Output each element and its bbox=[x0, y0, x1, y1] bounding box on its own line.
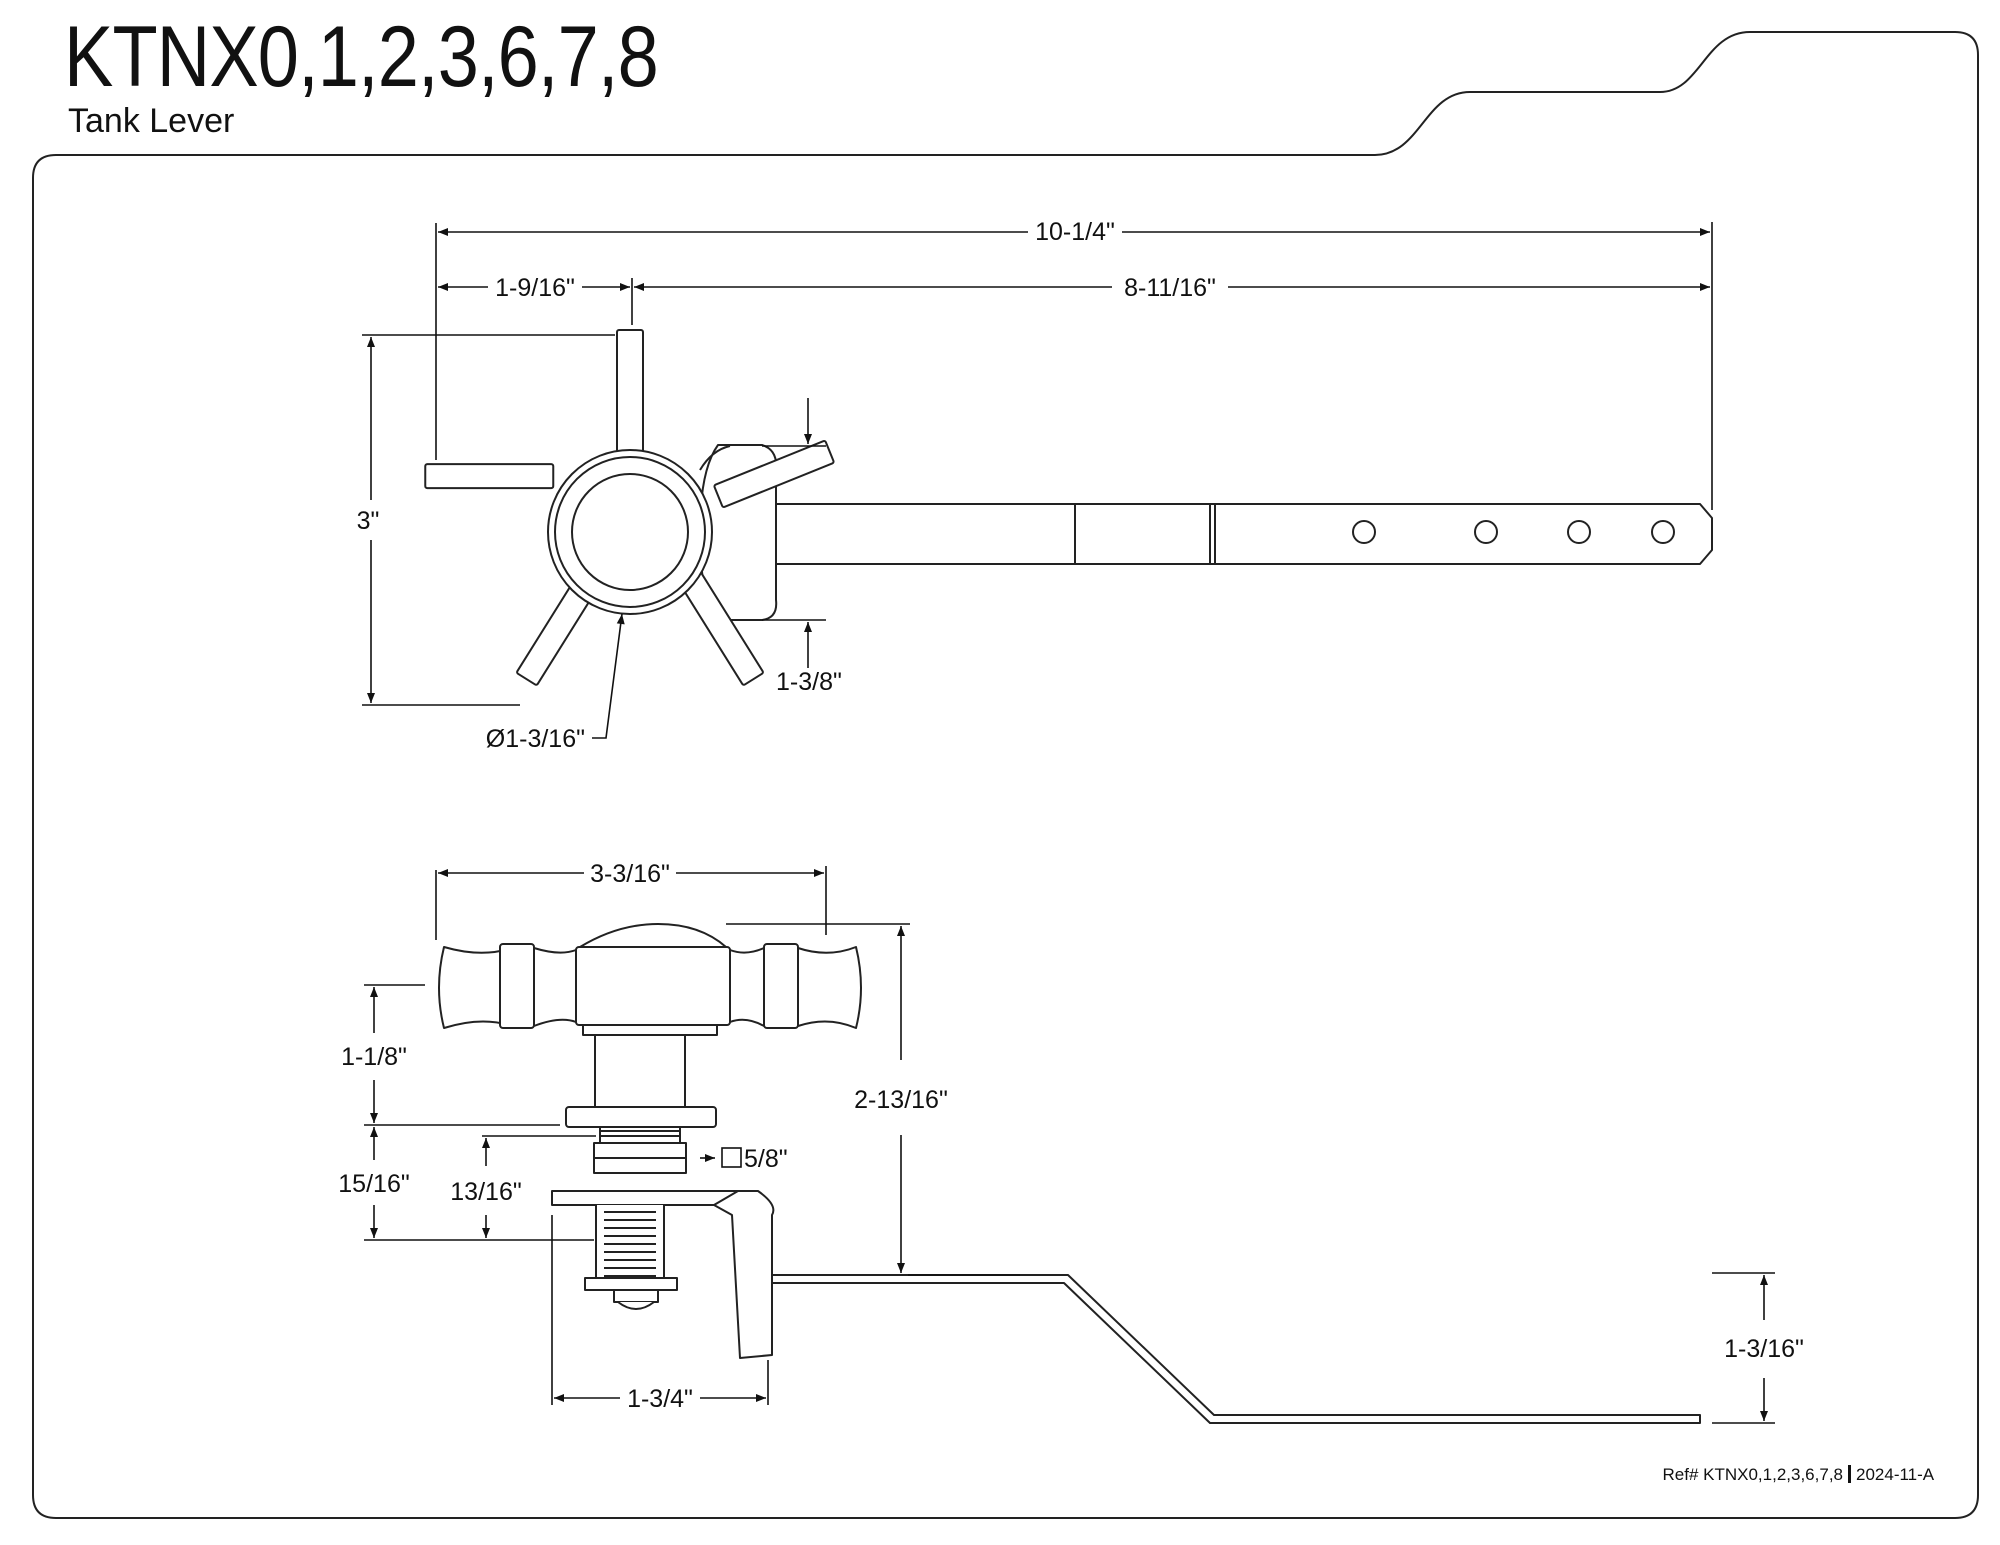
dim-arm-length: 8-11/16" bbox=[1124, 274, 1216, 302]
product-subtitle: Tank Lever bbox=[68, 102, 235, 140]
dim-overall-length: 10-1/4" bbox=[1035, 218, 1115, 246]
frame-border bbox=[32, 31, 1979, 1519]
dim-overall-height: 2-13/16" bbox=[854, 1086, 948, 1114]
hub bbox=[547, 449, 713, 615]
square-symbol-icon bbox=[721, 1147, 742, 1168]
dim-thread-length: 13/16" bbox=[450, 1178, 521, 1206]
side-view-dimension-labels: 3-3/16" 2-13/16" 1-1/8" 15/16" 13/16" 5/… bbox=[338, 860, 1804, 1413]
cross-handle bbox=[438, 943, 862, 1036]
side-view bbox=[438, 923, 1701, 1424]
dim-hub-diameter: Ø1-3/16" bbox=[486, 725, 585, 753]
footer-ref: Ref# KTNX0,1,2,3,6,7,8 bbox=[1663, 1465, 1844, 1484]
dim-height: 3" bbox=[357, 507, 380, 535]
dim-bracket-height: 1-3/8" bbox=[776, 668, 842, 696]
top-view-dimensions bbox=[362, 222, 1713, 739]
side-view-dimensions bbox=[364, 866, 1775, 1424]
top-view bbox=[424, 329, 1713, 686]
stem bbox=[565, 1034, 717, 1174]
lever-plate bbox=[713, 1190, 775, 1359]
top-view-dimension-labels: 10-1/4" 1-9/16" 8-11/16" 3" 1-3/8" Ø1-3/… bbox=[357, 218, 1216, 753]
model-title: KTNX0,1,2,3,6,7,8 bbox=[64, 9, 659, 105]
dim-square-size: 5/8" bbox=[744, 1145, 788, 1173]
dim-handle-above-flange: 1-1/8" bbox=[341, 1043, 407, 1071]
mounting-nut bbox=[551, 1190, 739, 1310]
dim-base-width: 1-3/4" bbox=[627, 1385, 693, 1413]
dim-flange-to-nut: 15/16" bbox=[338, 1170, 409, 1198]
footer-reference: Ref# KTNX0,1,2,3,6,7,8 2024-11-A bbox=[1663, 1465, 1935, 1484]
dim-arm-drop: 1-3/16" bbox=[1724, 1335, 1804, 1363]
cap-dome bbox=[579, 923, 727, 948]
side-arm bbox=[772, 1274, 1701, 1424]
footer-divider bbox=[1848, 1465, 1851, 1483]
lever-arm bbox=[775, 503, 1713, 565]
footer-revision: 2024-11-A bbox=[1856, 1465, 1935, 1484]
dim-handle-width: 3-3/16" bbox=[590, 860, 670, 888]
dim-hub-offset: 1-9/16" bbox=[495, 274, 575, 302]
